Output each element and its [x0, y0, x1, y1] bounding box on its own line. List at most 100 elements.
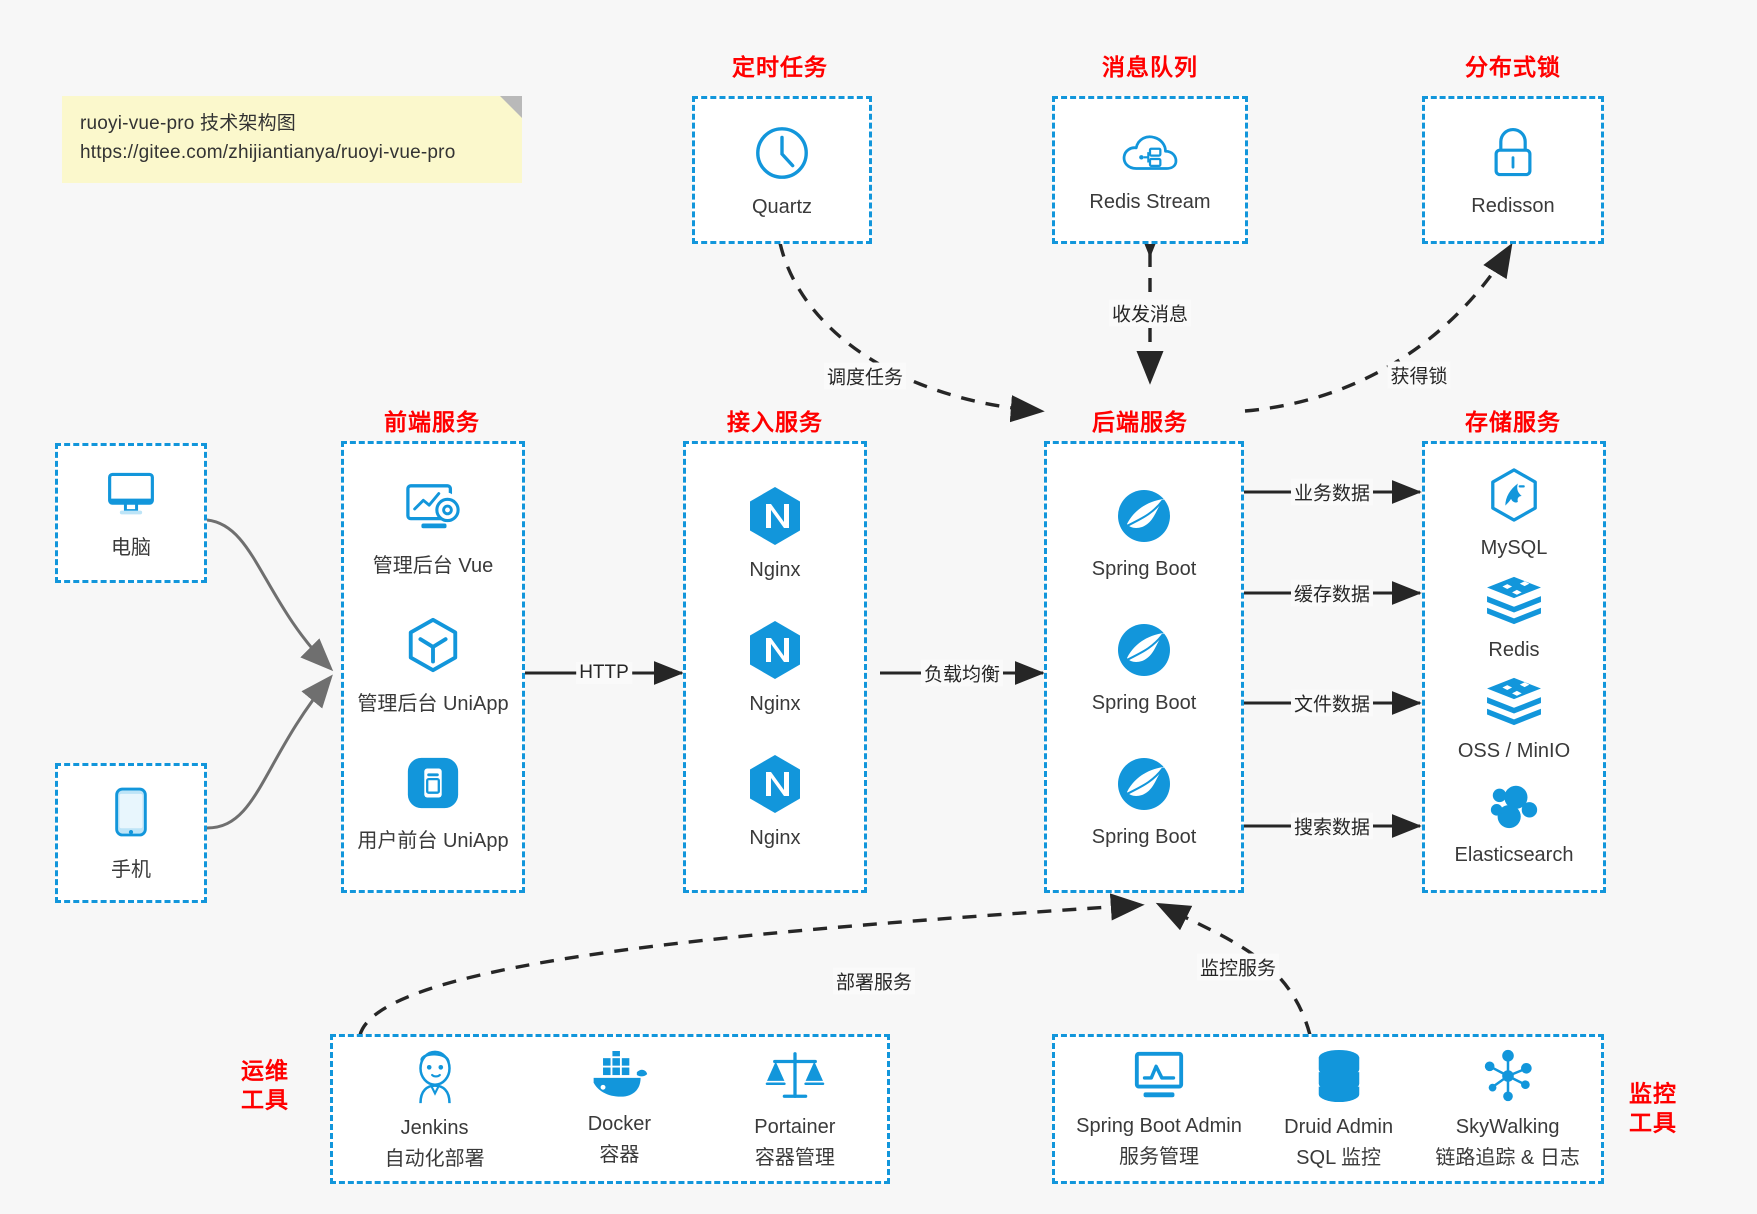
node-label: 电脑: [111, 536, 151, 559]
nginx-icon: [746, 619, 804, 686]
edge-label-acquire-lock: 获得锁: [1387, 361, 1451, 389]
edge-label-load-balance: 负载均衡: [920, 659, 1004, 687]
edge-label-search-data: 搜索数据: [1290, 812, 1374, 840]
node-elasticsearch[interactable]: Elasticsearch: [1454, 778, 1574, 867]
node-redis[interactable]: Redis: [1483, 575, 1545, 662]
node-quartz[interactable]: Quartz: [751, 122, 813, 219]
group-monitoring: Spring Boot Admin 服务管理 Druid Admin SQL 监…: [1052, 1034, 1604, 1184]
node-spring-boot-2[interactable]: Spring Boot: [1091, 620, 1197, 715]
node-label: MySQL: [1480, 537, 1548, 560]
node-label: Redisson: [1471, 194, 1555, 217]
node-portainer[interactable]: Portainer 容器管理: [754, 1048, 835, 1170]
node-label: Portainer: [754, 1116, 836, 1138]
group-backend: Spring Boot Spring Boot Spring Boot: [1044, 441, 1244, 893]
spring-boot-icon: [1114, 754, 1174, 819]
group-client-computer: 电脑: [55, 443, 207, 583]
node-sublabel: 链路追踪 & 日志: [1435, 1147, 1580, 1169]
node-admin-uniapp[interactable]: 管理后台 UniApp: [357, 615, 509, 716]
node-nginx-2[interactable]: Nginx: [746, 619, 804, 716]
node-spring-boot-3[interactable]: Spring Boot: [1092, 754, 1196, 849]
node-docker[interactable]: Docker 容器: [587, 1050, 652, 1167]
group-gateway: Nginx Nginx Nginx: [683, 441, 867, 893]
node-user-uniapp[interactable]: 用户前台 UniApp: [357, 754, 509, 853]
note-card: ruoyi-vue-pro 技术架构图 https://gitee.com/zh…: [62, 96, 522, 183]
node-label: Spring Boot: [1091, 557, 1197, 580]
node-label: Redis: [1488, 638, 1540, 661]
dashboard-icon: [402, 481, 464, 542]
node-sublabel: SQL 监控: [1296, 1147, 1382, 1169]
edge-deploy-service: [358, 893, 1145, 1036]
group-scheduled-task: Quartz: [692, 96, 872, 244]
edge-label-cache-data: 缓存数据: [1290, 579, 1374, 607]
node-computer[interactable]: 电脑: [103, 467, 159, 560]
mobile-app-icon: [404, 754, 462, 817]
oss-icon: [1483, 676, 1545, 733]
node-redisson[interactable]: Redisson: [1471, 123, 1555, 218]
group-title-devops-line1: 运维: [241, 1057, 289, 1084]
node-jenkins[interactable]: Jenkins 自动化部署: [385, 1047, 485, 1171]
group-message-queue: Redis Stream: [1052, 96, 1248, 244]
node-label: SkyWalking: [1455, 1116, 1560, 1138]
node-label: Quartz: [751, 195, 813, 218]
note-fold-corner: [500, 96, 522, 118]
node-nginx-3[interactable]: Nginx: [746, 753, 804, 850]
edge-label-deploy-service: 部署服务: [832, 967, 916, 995]
edge-label-http: HTTP: [576, 662, 632, 684]
clock-icon: [751, 122, 813, 189]
edge-label-monitor-service: 监控服务: [1196, 953, 1280, 981]
node-sublabel: 容器: [599, 1144, 640, 1166]
edge-computer-to-frontend: [206, 518, 334, 672]
group-title-gateway: 接入服务: [727, 409, 823, 435]
spring-boot-icon: [1114, 620, 1174, 685]
node-label: 用户前台 UniApp: [357, 830, 509, 853]
group-storage: MySQL Redis OS: [1422, 441, 1606, 893]
redis-icon: [1483, 575, 1545, 632]
nginx-icon: [746, 485, 804, 552]
node-spring-boot-admin[interactable]: Spring Boot Admin 服务管理: [1076, 1049, 1242, 1169]
edge-label-send-recv-msg: 收发消息: [1108, 299, 1192, 327]
cloud-stream-icon: [1119, 127, 1181, 184]
node-nginx-1[interactable]: Nginx: [746, 485, 804, 582]
cube-icon: [403, 615, 463, 680]
note-title: ruoyi-vue-pro 技术架构图: [80, 113, 297, 134]
portainer-icon: [765, 1048, 825, 1109]
nginx-icon: [746, 753, 804, 820]
node-mysql[interactable]: MySQL: [1480, 467, 1548, 560]
edge-acquire-lock: [1244, 242, 1513, 413]
monitor-icon: [103, 467, 159, 524]
node-label: Redis Stream: [1089, 190, 1211, 213]
group-title-storage: 存储服务: [1465, 409, 1561, 435]
node-label: Druid Admin: [1284, 1116, 1394, 1138]
node-label: 管理后台 UniApp: [357, 693, 509, 716]
node-label: OSS / MinIO: [1457, 740, 1571, 763]
node-label: Nginx: [749, 826, 801, 849]
node-skywalking[interactable]: SkyWalking 链路追踪 & 日志: [1435, 1048, 1580, 1170]
node-label: Spring Boot: [1091, 691, 1197, 714]
lock-icon: [1484, 123, 1542, 188]
node-label: Nginx: [749, 558, 801, 581]
spring-boot-icon: [1114, 486, 1174, 551]
node-spring-boot-1[interactable]: Spring Boot: [1091, 486, 1197, 581]
group-title-scheduled-task: 定时任务: [732, 54, 828, 80]
group-title-monitoring-line2: 工具: [1629, 1109, 1677, 1135]
monitor-chart-icon: [1130, 1049, 1188, 1108]
node-redis-stream[interactable]: Redis Stream: [1089, 127, 1211, 214]
node-label: Nginx: [749, 692, 801, 715]
group-title-devops: 运维 工具: [241, 1056, 289, 1114]
jenkins-icon: [406, 1047, 464, 1110]
node-admin-vue[interactable]: 管理后台 Vue: [373, 481, 493, 578]
node-sublabel: 容器管理: [754, 1147, 835, 1169]
node-sublabel: 服务管理: [1118, 1146, 1199, 1168]
node-label: Elasticsearch: [1454, 843, 1574, 866]
group-frontend: 管理后台 Vue 管理后台 UniApp 用户前台 UniApp: [341, 441, 525, 893]
node-label: 管理后台 Vue: [372, 554, 494, 577]
group-title-distributed-lock: 分布式锁: [1465, 54, 1561, 80]
node-druid-admin[interactable]: Druid Admin SQL 监控: [1284, 1048, 1393, 1170]
node-phone[interactable]: 手机: [109, 785, 153, 882]
edge-label-business-data: 业务数据: [1290, 478, 1374, 506]
group-title-monitoring-line1: 监控: [1629, 1080, 1677, 1107]
edge-schedule-task: [778, 242, 1045, 423]
node-label: Docker: [587, 1113, 652, 1135]
node-oss-minio[interactable]: OSS / MinIO: [1458, 676, 1570, 763]
